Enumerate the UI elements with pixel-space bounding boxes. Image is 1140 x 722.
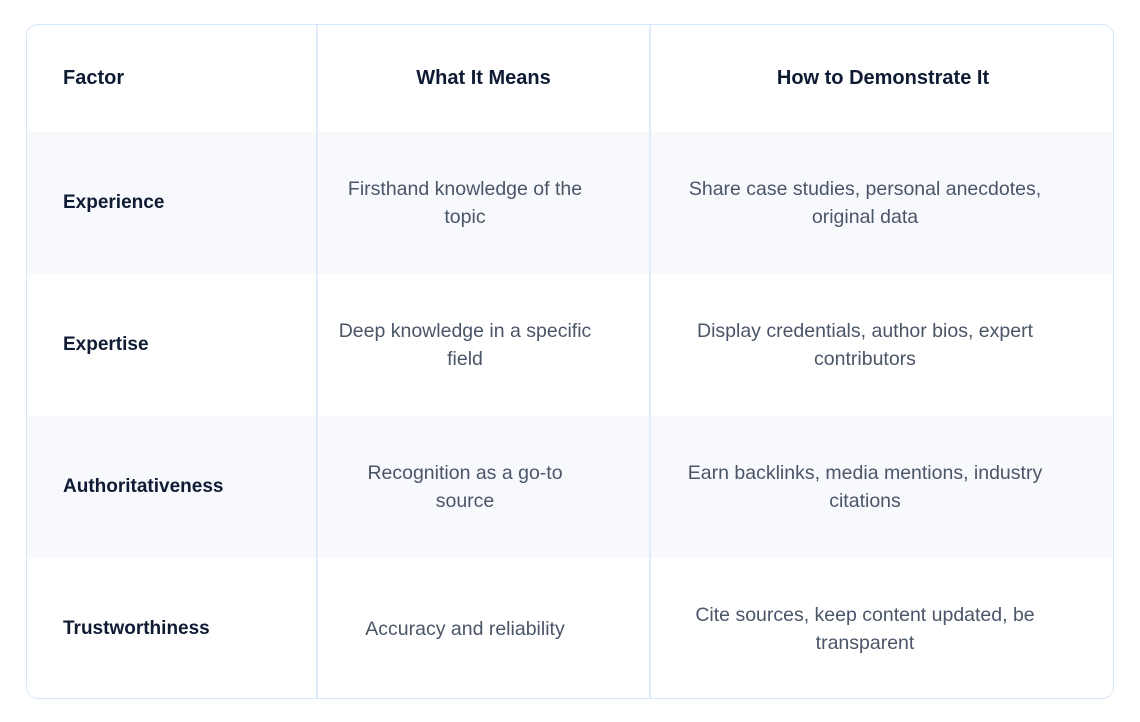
table-row: Trustworthiness Accuracy and reliability… bbox=[27, 558, 1113, 698]
cell-what-it-means: Firsthand knowledge of the topic bbox=[316, 132, 650, 274]
eeat-table: Factor What It Means How to Demonstrate … bbox=[27, 25, 1113, 698]
table-header: Factor What It Means How to Demonstrate … bbox=[27, 25, 1113, 132]
eeat-table-card: Factor What It Means How to Demonstrate … bbox=[26, 24, 1114, 699]
column-header-factor: Factor bbox=[27, 25, 317, 132]
cell-text: Display credentials, author bios, expert… bbox=[696, 319, 1033, 370]
table-body: Experience Firsthand knowledge of the to… bbox=[27, 132, 1113, 698]
cell-how-to-demonstrate: Earn backlinks, media mentions, industry… bbox=[649, 416, 1113, 558]
cell-text: Earn backlinks, media mentions, industry… bbox=[687, 461, 1043, 512]
cell-text: Cite sources, keep content updated, be t… bbox=[695, 603, 1035, 654]
table-row: Expertise Deep knowledge in a specific f… bbox=[27, 274, 1113, 416]
header-row: Factor What It Means How to Demonstrate … bbox=[27, 25, 1113, 132]
table-row: Experience Firsthand knowledge of the to… bbox=[27, 132, 1113, 274]
cell-text: Accuracy and reliability bbox=[365, 617, 565, 640]
cell-text: Deep knowledge in a specific field bbox=[338, 319, 592, 370]
cell-text: Recognition as a go-to source bbox=[367, 461, 563, 512]
cell-what-it-means: Recognition as a go-to source bbox=[316, 416, 650, 558]
column-header-how-to-demonstrate: How to Demonstrate It bbox=[649, 25, 1113, 132]
column-header-what-it-means: What It Means bbox=[316, 25, 650, 132]
table-row: Authoritativeness Recognition as a go-to… bbox=[27, 416, 1113, 558]
cell-what-it-means: Deep knowledge in a specific field bbox=[316, 274, 650, 416]
cell-text: Firsthand knowledge of the topic bbox=[347, 177, 583, 228]
cell-text: Share case studies, personal anecdotes, … bbox=[688, 177, 1042, 228]
cell-how-to-demonstrate: Share case studies, personal anecdotes, … bbox=[649, 132, 1113, 274]
cell-factor: Authoritativeness bbox=[27, 416, 317, 558]
cell-factor: Expertise bbox=[27, 274, 317, 416]
cell-how-to-demonstrate: Display credentials, author bios, expert… bbox=[649, 274, 1113, 416]
cell-factor: Experience bbox=[27, 132, 317, 274]
cell-how-to-demonstrate: Cite sources, keep content updated, be t… bbox=[649, 558, 1113, 698]
cell-factor: Trustworthiness bbox=[27, 558, 317, 698]
cell-what-it-means: Accuracy and reliability bbox=[316, 558, 650, 698]
